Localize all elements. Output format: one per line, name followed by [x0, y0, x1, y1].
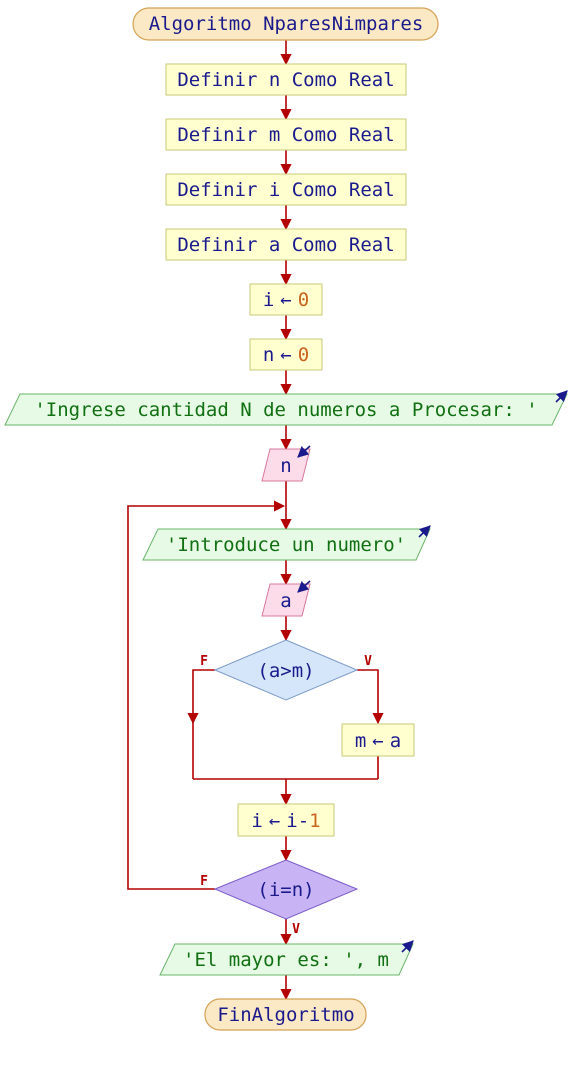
read-n-box: n [261, 445, 311, 482]
output-prompt-box: 'Ingrese cantidad N de numeros a Procesa… [4, 390, 568, 426]
flow-lines [127, 40, 384, 1001]
decrement-expr: i- [286, 810, 309, 832]
assign-arrow: ← [269, 810, 280, 832]
read-n-text: n [280, 455, 291, 477]
define-a-text: Definir a Como Real [177, 234, 394, 256]
decrement-text: i ← i-1 [251, 810, 320, 832]
define-n-text: Definir n Como Real [177, 69, 394, 91]
decrement-number: 1 [309, 810, 320, 832]
assign-arrow: ← [280, 344, 291, 366]
output-icon [418, 525, 431, 538]
input-icon [297, 445, 311, 458]
define-i-box: Definir i Como Real [165, 173, 407, 206]
start-title: Algoritmo NparesNimpares [149, 13, 424, 35]
decision-loop: (i=n) F V [200, 859, 359, 937]
output-prompt-text: 'Ingrese cantidad N de numeros a Procesa… [34, 399, 537, 421]
assign-arrow: ← [280, 289, 291, 311]
decision-max-text: (a>m) [257, 660, 314, 682]
output-result-text: 'El mayor es: ', m [183, 949, 389, 971]
assign-m-box: m ← a [341, 723, 415, 757]
define-i-text: Definir i Como Real [177, 179, 394, 201]
assign-i-text: i ← 0 [263, 289, 309, 311]
assign-m-var: m [355, 730, 366, 752]
assign-n-var: n [263, 344, 274, 366]
output-icon [401, 940, 414, 953]
assign-m-text: m ← a [355, 730, 401, 752]
assign-n-box: n ← 0 [249, 338, 323, 371]
assign-n-value: 0 [298, 344, 309, 366]
decision-loop-false-label: F [200, 874, 208, 889]
output-icon [555, 390, 568, 403]
output-introduce-box: 'Introduce un numero' [142, 525, 431, 561]
decrement-var: i [251, 810, 262, 832]
assign-i-var: i [263, 289, 274, 311]
decision-max-true-label: V [364, 654, 372, 669]
output-result-box: 'El mayor es: ', m [159, 940, 414, 976]
define-n-box: Definir n Como Real [165, 63, 407, 96]
true-branch-arrow [357, 669, 384, 725]
assign-m-value: a [390, 730, 401, 752]
read-a-box: a [261, 580, 311, 617]
output-introduce-text: 'Introduce un numero' [166, 534, 406, 556]
false-branch-arrow [187, 669, 215, 725]
assign-arrow: ← [372, 730, 383, 752]
loop-back-arrow [127, 500, 286, 890]
define-a-box: Definir a Como Real [165, 228, 407, 261]
read-a-text: a [280, 590, 291, 612]
assign-n-text: n ← 0 [263, 344, 309, 366]
input-icon [297, 580, 311, 593]
end-text: FinAlgoritmo [217, 1004, 354, 1026]
define-m-text: Definir m Como Real [177, 124, 394, 146]
decision-max: (a>m) F V [200, 639, 372, 701]
assign-i-value: 0 [298, 289, 309, 311]
decision-loop-text: (i=n) [257, 879, 314, 901]
decision-max-false-label: F [200, 654, 208, 669]
decrement-box: i ← i-1 [237, 803, 335, 837]
end-terminal: FinAlgoritmo [204, 998, 367, 1031]
decision-loop-true-label: V [292, 922, 300, 937]
define-m-box: Definir m Como Real [165, 118, 407, 151]
assign-i-box: i ← 0 [249, 283, 323, 316]
start-terminal: Algoritmo NparesNimpares [132, 7, 439, 41]
